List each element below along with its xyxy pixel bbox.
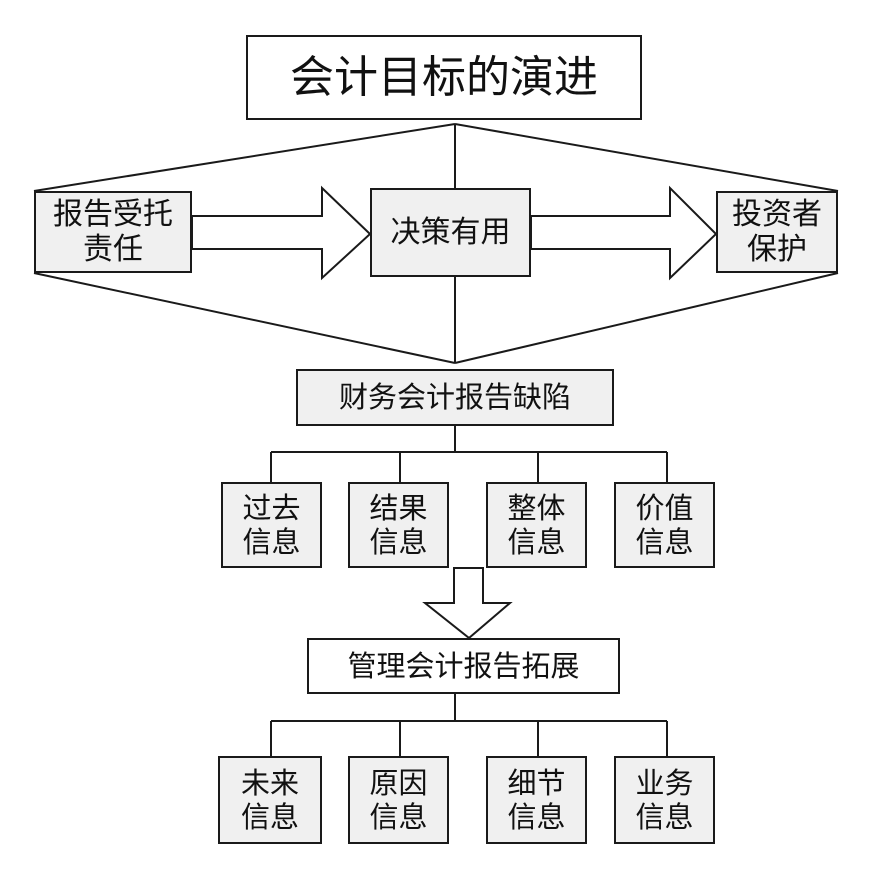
extension-item: 原因 信息 — [348, 756, 449, 844]
stage-decision-usefulness-box: 决策有用 — [370, 188, 531, 277]
stage-investor-protection-box: 投资者 保护 — [716, 191, 838, 273]
connector-defects-right — [454, 272, 839, 364]
management-report-extension-box: 管理会计报告拓展 — [307, 638, 620, 694]
defect-item: 价值 信息 — [614, 482, 715, 568]
defect-item: 结果 信息 — [348, 482, 449, 568]
connector-title-right — [454, 123, 839, 192]
connector-defects-left — [33, 272, 456, 364]
financial-report-defects-box: 财务会计报告缺陷 — [296, 369, 614, 426]
defect-item: 整体 信息 — [486, 482, 587, 568]
extension-item: 未来 信息 — [218, 756, 322, 844]
connector-title-left — [33, 123, 456, 192]
defect-item: 过去 信息 — [221, 482, 322, 568]
right-arrow-2 — [530, 185, 718, 281]
extension-item: 细节 信息 — [486, 756, 587, 844]
extension-item: 业务 信息 — [614, 756, 715, 844]
down-arrow — [422, 567, 513, 640]
diagram-title: 会计目标的演进 — [246, 35, 642, 120]
right-arrow-1 — [191, 185, 372, 281]
stage-accountability-box: 报告受托 责任 — [34, 191, 192, 273]
